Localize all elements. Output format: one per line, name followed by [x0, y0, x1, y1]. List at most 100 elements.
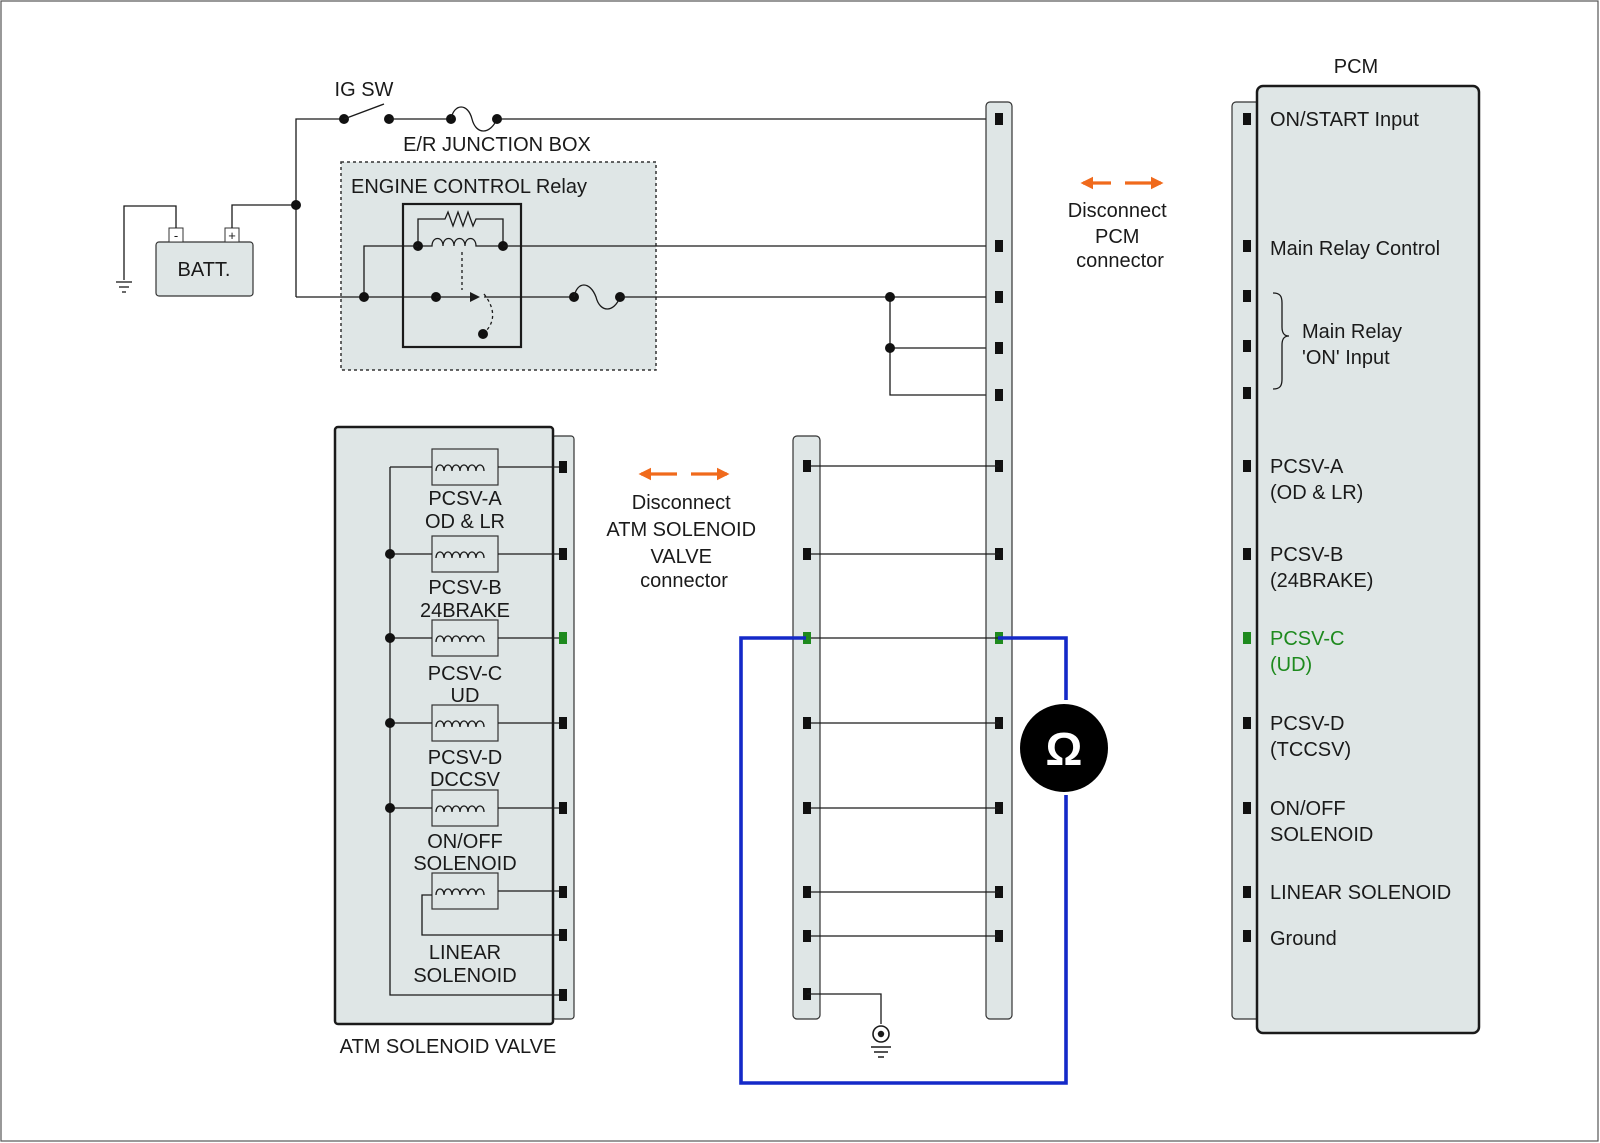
engine-control-relay-label: ENGINE CONTROL Relay	[351, 176, 587, 198]
connector-pin	[1243, 930, 1251, 942]
disconnect-pcm-line: PCM	[1095, 226, 1139, 248]
junction-dot	[385, 718, 395, 728]
ig-switch: IG SW	[335, 79, 394, 124]
solenoid-label-line: ON/OFF	[427, 831, 503, 853]
wire	[421, 894, 563, 936]
pcm-pin-label-line: Main Relay	[1302, 321, 1402, 343]
connector-pin	[995, 342, 1003, 354]
relay-on-branch-wire	[889, 297, 993, 396]
pcm-pin-label-line: PCSV-B	[1270, 544, 1343, 566]
solenoid-label-line: PCSV-C	[428, 663, 502, 685]
coil-icon	[435, 635, 485, 643]
disconnect-pcm-line: connector	[1076, 250, 1164, 272]
solenoid-coil-box	[431, 704, 499, 742]
solenoid-coil-box	[431, 872, 499, 910]
coil-icon	[435, 805, 485, 813]
connector-pin	[1243, 113, 1251, 125]
connector-pin	[803, 930, 811, 942]
junction-dot	[385, 549, 395, 559]
pcm-pin-label-line: PCSV-C	[1270, 628, 1344, 650]
connector-pin	[559, 548, 567, 560]
solenoid-label-line: UD	[451, 685, 480, 707]
connector-pin	[559, 929, 567, 941]
atm-solenoid-valve-label: ATM SOLENOID VALVE	[340, 1036, 557, 1058]
engine-control-relay-box	[340, 161, 657, 371]
ohmmeter-symbol: Ω	[1046, 723, 1083, 775]
pcm-box	[1255, 84, 1481, 1035]
solenoid-coil-box	[431, 619, 499, 657]
connector-pin	[559, 461, 567, 473]
pcm-pin-label: PCSV-A(OD & LR)	[1270, 456, 1363, 504]
pcm-title: PCM	[1334, 56, 1378, 78]
connector-pin	[1243, 290, 1251, 302]
ground-icon	[871, 1025, 891, 1058]
pcm-pin-label: PCSV-D(TCCSV)	[1270, 713, 1351, 761]
pcm-pin-label-line: SOLENOID	[1270, 824, 1373, 846]
pcm-pin-label: Main Relay Control	[1270, 238, 1440, 260]
relay-contact	[478, 329, 488, 339]
pcm-pin-label-line: LINEAR SOLENOID	[1270, 882, 1451, 904]
disconnect-atm-label: Disconnect ATM SOLENOID VALVE connector	[606, 492, 761, 592]
solenoid-label-line: SOLENOID	[413, 965, 516, 987]
pcm-pin-label: PCSV-B(24BRAKE)	[1270, 544, 1373, 592]
battery-label: BATT.	[178, 259, 231, 281]
battery-negative-sign: -	[174, 228, 178, 243]
connector-pin	[995, 113, 1003, 125]
power-section: BATT. - + IG SW	[116, 79, 993, 396]
ohmmeter-lead	[998, 636, 1068, 700]
connector-pin	[1243, 632, 1251, 644]
ig-sw-label: IG SW	[335, 79, 394, 101]
battery: BATT. - +	[155, 227, 254, 297]
pcm-pin-label: LINEAR SOLENOID	[1270, 882, 1451, 904]
junction-dot	[291, 200, 301, 210]
connector-pin	[803, 717, 811, 729]
main-supply-wire	[295, 118, 344, 297]
coil-icon	[435, 551, 485, 559]
coil-icon	[435, 464, 485, 472]
solenoid-label-line: 24BRAKE	[420, 600, 510, 622]
ohmmeter-lead	[739, 636, 1068, 1085]
connector-pin	[1243, 387, 1251, 399]
pcm-pin-label-line: PCSV-D	[1270, 713, 1344, 735]
connector-pin	[803, 548, 811, 560]
connector-pin	[995, 291, 1003, 303]
solenoid-coil-box	[431, 535, 499, 573]
solenoid-label-line: SOLENOID	[413, 853, 516, 875]
main-relay-input-brace	[1272, 292, 1290, 390]
connector-pin	[803, 802, 811, 814]
pcm-pin-label-line: Ground	[1270, 928, 1337, 950]
pcm-pin-label: Ground	[1270, 928, 1337, 950]
connector-pin	[995, 389, 1003, 401]
relay-body	[401, 202, 523, 349]
connector-pin	[1243, 240, 1251, 252]
junction-dot	[885, 292, 895, 302]
solenoid-coil-box	[431, 789, 499, 827]
pcm-module: PCM	[1255, 56, 1481, 1035]
connector-pin	[803, 886, 811, 898]
disconnect-atm-line: VALVE	[650, 546, 712, 568]
connector-pin	[1243, 340, 1251, 352]
solenoid-label-line: OD & LR	[425, 511, 505, 533]
connector-pin	[1243, 548, 1251, 560]
ig-switch-blade	[343, 103, 385, 120]
pcm-harness-connector	[985, 101, 1013, 1020]
junction-dot	[359, 292, 369, 302]
pcm-pin-label-line: (OD & LR)	[1270, 482, 1363, 504]
er-junction-box-label: E/R JUNCTION BOX	[403, 134, 591, 156]
connector-pin	[559, 989, 567, 1001]
connector-pin	[803, 632, 811, 644]
ohmmeter-icon: Ω	[1020, 704, 1108, 792]
connector-pin	[559, 717, 567, 729]
pcm-pin-label: ON/START Input	[1270, 109, 1419, 131]
